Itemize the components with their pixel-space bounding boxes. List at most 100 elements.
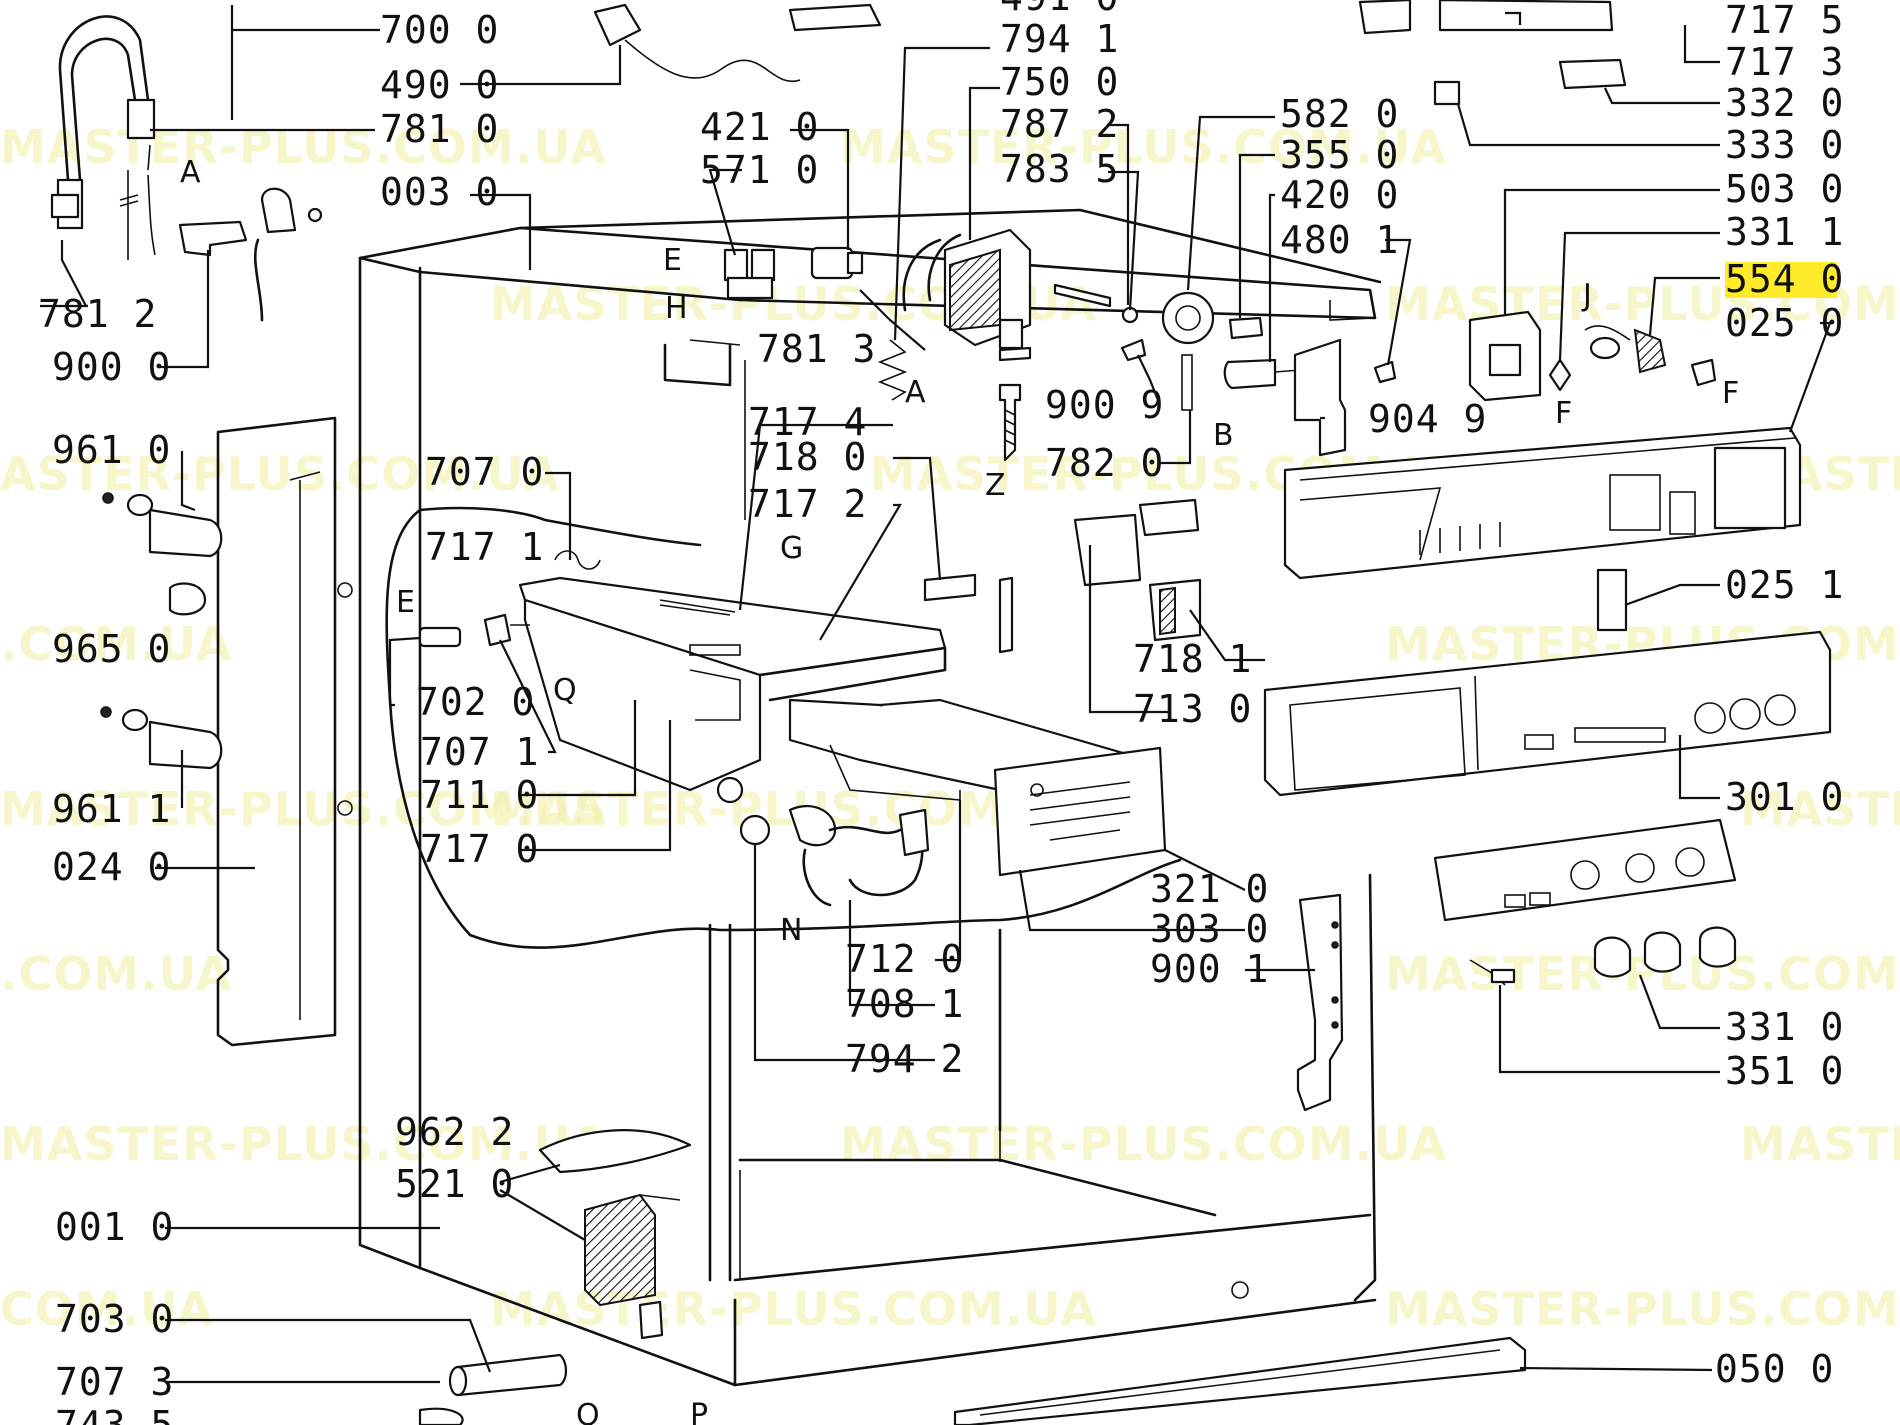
part-label: 355 0 [1280, 133, 1399, 177]
clip-718-1-hatch [1159, 586, 1176, 636]
leader-750 [968, 86, 1000, 240]
fascia-301-body [1263, 630, 1832, 797]
strip [998, 576, 1014, 654]
leader-900-0 [160, 250, 210, 369]
rod-783 [1053, 283, 1112, 308]
leader-708 [848, 900, 935, 1007]
leader-707-1 [499, 639, 557, 754]
part-label: 900 0 [52, 345, 171, 389]
element-554 [1633, 328, 1667, 374]
watermark-fragment: ASTER-PLUS.COM.UA [0, 447, 560, 501]
knob [1698, 926, 1737, 968]
hose-708-clamp [898, 808, 930, 857]
foot-961-1 [148, 720, 223, 770]
cabinet-floor-edge [733, 1213, 1372, 1282]
drawer-front-text [1029, 781, 1131, 841]
mains-cable [624, 39, 801, 83]
panel-025-module [1713, 446, 1787, 530]
part-label: 781 0 [380, 107, 499, 151]
side-panel-outline [216, 416, 337, 1047]
foot-screw [102, 492, 114, 504]
leader-703 [165, 1318, 492, 1373]
part-label: 700 0 [380, 8, 499, 52]
marker-q: Q [553, 673, 577, 708]
part-label: 783 5 [1000, 147, 1119, 191]
leader-717-5 [1505, 11, 1522, 25]
hinge-hole [1331, 941, 1339, 949]
thermostat-582 [1161, 291, 1215, 345]
plate-knob [1570, 860, 1600, 890]
leader-962 [499, 1163, 561, 1184]
heater-wire [639, 1194, 681, 1201]
inlet-valves [723, 246, 864, 300]
leader-781-2 [40, 240, 88, 308]
part-label: 713 0 [1133, 687, 1252, 731]
part-label: 521 0 [395, 1162, 514, 1206]
heater-521 [584, 1193, 656, 1307]
cabinet-inner-lines [739, 1130, 1001, 1280]
cabinet-left-front-edge [358, 256, 422, 1270]
bottom-parts [418, 1336, 1527, 1425]
valve-nut [307, 207, 323, 223]
part-label: 708 1 [845, 982, 964, 1026]
spring-a [877, 339, 908, 401]
part-label: 303 0 [1150, 907, 1269, 951]
part-label: 702 0 [416, 680, 535, 724]
part-label: 321 0 [1150, 867, 1269, 911]
pump-hose [902, 238, 942, 312]
part-label: 781 3 [757, 327, 876, 371]
marker-g: G [780, 531, 803, 566]
hose-fitting [126, 98, 156, 140]
marker-z: Z [985, 468, 1006, 503]
part-label: 490 0 [380, 63, 499, 107]
watermark: MASTER-PLUS.COM.UA [0, 782, 607, 836]
marker-f: F [1555, 396, 1572, 431]
part-label: 718 0 [748, 435, 867, 479]
hose-cut [147, 174, 156, 256]
part-label: 787 2 [1000, 102, 1119, 146]
clip-713 [1138, 498, 1200, 537]
spring-554 [1589, 336, 1621, 360]
clip-718 [923, 573, 977, 602]
marker-n: N [780, 913, 802, 948]
leader-554 [1648, 276, 1720, 336]
fascia-301-indicator [1524, 734, 1554, 750]
leader-333 [1456, 103, 1720, 147]
part-label: 717 5 [1725, 0, 1844, 42]
kickplate-050 [953, 1336, 1527, 1425]
part-label: 420 0 [1280, 173, 1399, 217]
part-labels: 491 0 794 1 750 0 787 2 783 5 700 0 490 … [38, 0, 1844, 1425]
part-label: 301 0 [1725, 775, 1844, 819]
leader-490 [460, 45, 622, 86]
screw-thread [1004, 409, 1016, 446]
valve-e [723, 248, 749, 282]
cabinet-rear-bracket [663, 343, 732, 387]
leader-783 [1108, 170, 1140, 311]
hose-708-lower [802, 848, 832, 907]
panel-025-edge [1299, 437, 1796, 481]
leader-303 [1018, 869, 1245, 932]
leader-718-1 [1189, 609, 1265, 662]
part-label: 703 0 [55, 1297, 174, 1341]
part-label: 491 0 [1000, 0, 1119, 19]
bracket-713 [1073, 513, 1142, 587]
screw-hole [337, 800, 353, 816]
hinge-hole [1331, 1021, 1339, 1029]
part-743 [418, 1407, 464, 1425]
valve-702 [418, 626, 462, 648]
hose-loop [58, 15, 150, 182]
fascia-301-knob-hole [1764, 694, 1796, 726]
bracket-904 [1293, 338, 1347, 457]
leader-421 [790, 128, 850, 250]
leader-961-0 [180, 451, 196, 512]
hose-708-end [788, 805, 837, 847]
letter-markers: A A E H E G Q Q N Z B J F F P [180, 155, 1739, 1425]
controls-top-right [1161, 291, 1397, 457]
fascia-301-display [1574, 727, 1666, 743]
part-label-highlighted: 554 0 [1725, 257, 1844, 301]
leader-332 [1604, 87, 1720, 105]
nut-707-1 [483, 613, 512, 647]
clip-480 [1373, 360, 1397, 384]
part-label: 717 4 [748, 400, 867, 444]
